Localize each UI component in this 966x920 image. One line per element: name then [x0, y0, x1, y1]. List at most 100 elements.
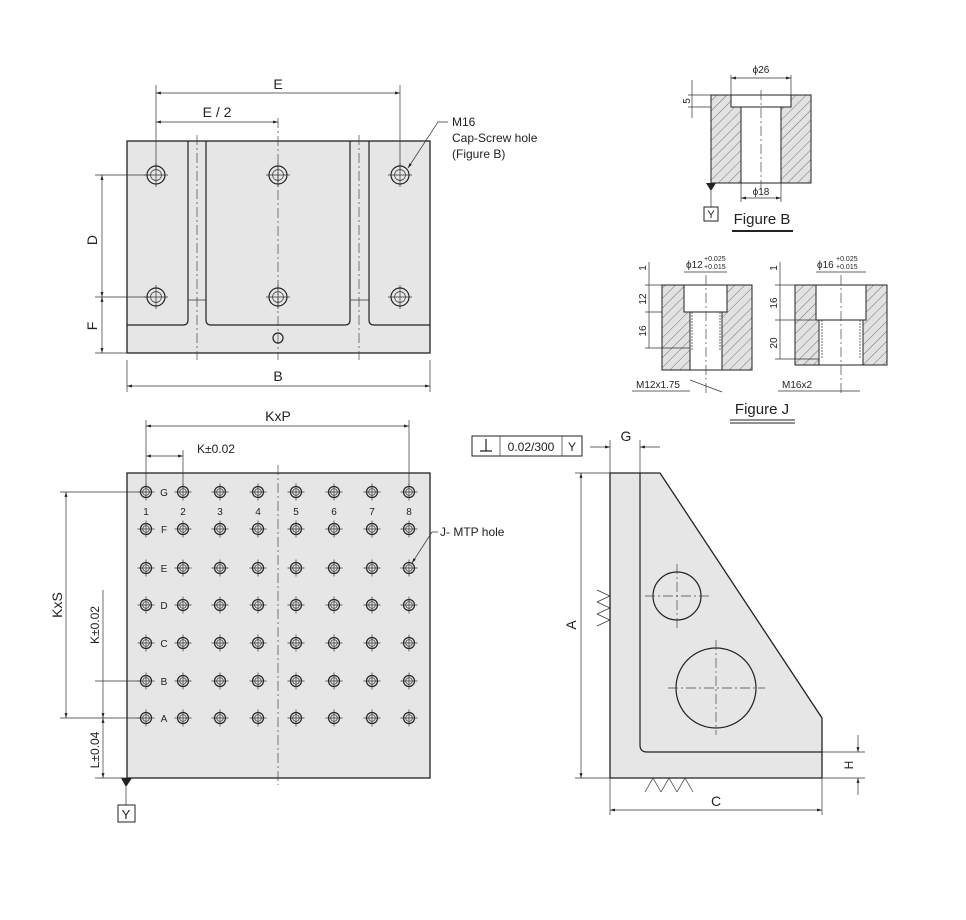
- fig-j-right-top: 1: [769, 265, 780, 271]
- hole-icon: [137, 520, 155, 538]
- callout-figure-b: (Figure B): [452, 147, 505, 161]
- hole-icon: [287, 634, 305, 652]
- hole-icon: [287, 672, 305, 690]
- hole-icon: [211, 709, 229, 727]
- column-label: 7: [369, 507, 375, 518]
- hole-icon: [249, 709, 267, 727]
- perpendicularity-icon: [480, 439, 492, 452]
- dim-d: D: [84, 235, 100, 245]
- hole-icon: [211, 596, 229, 614]
- dim-f: F: [84, 322, 100, 331]
- top-view: E E / 2 D F B M16 Cap-Screw hole (Figure…: [84, 76, 538, 392]
- callout-cap-screw: Cap-Screw hole: [452, 131, 538, 145]
- row-label: G: [160, 488, 168, 499]
- hole-icon: [325, 672, 343, 690]
- front-datum: Y: [122, 807, 131, 822]
- fig-j-left-tol-up: +0.025: [704, 256, 726, 263]
- row-label: F: [161, 525, 167, 536]
- hole-icon: [363, 559, 381, 577]
- column-label: 3: [217, 507, 223, 518]
- hole-icon: [363, 596, 381, 614]
- fig-j-right-tol-up: +0.025: [836, 256, 858, 263]
- hole-icon: [137, 634, 155, 652]
- hole-icon: [325, 520, 343, 538]
- fig-b-datum: Y: [707, 209, 715, 221]
- column-label: 6: [331, 507, 337, 518]
- hole-icon: [363, 672, 381, 690]
- hole-icon: [400, 596, 418, 614]
- tolerance-value: 0.02/300: [508, 440, 555, 454]
- figure-j-title: Figure J: [735, 401, 789, 418]
- fig-b-dia-bottom: ϕ18: [753, 187, 770, 198]
- fig-j-right-depth: 20: [769, 337, 780, 349]
- row-label: A: [161, 714, 168, 725]
- hole-icon: [137, 709, 155, 727]
- hole-icon: [249, 520, 267, 538]
- column-label: 8: [406, 507, 412, 518]
- hole-icon: [325, 483, 343, 501]
- hole-icon: [249, 559, 267, 577]
- hole-icon: [211, 634, 229, 652]
- hole-icon: [211, 559, 229, 577]
- hole-icon: [287, 559, 305, 577]
- hole-icon: [325, 596, 343, 614]
- hole-icon: [400, 520, 418, 538]
- row-label: E: [161, 564, 168, 575]
- hole-icon: [211, 672, 229, 690]
- hole-icon: [400, 709, 418, 727]
- dim-e-half: E / 2: [203, 104, 232, 120]
- dim-kxp: KxP: [265, 408, 291, 424]
- dim-g: G: [621, 428, 632, 444]
- hole-icon: [287, 709, 305, 727]
- callout-mtp-hole: J- MTP hole: [440, 525, 505, 539]
- hole-icon: [249, 672, 267, 690]
- hole-icon: [249, 596, 267, 614]
- hole-icon: [287, 520, 305, 538]
- hole-icon: [174, 520, 192, 538]
- fig-j-left-cb: 12: [638, 293, 649, 305]
- fig-b-dia-top: ϕ26: [753, 65, 770, 76]
- dim-b: B: [273, 368, 282, 384]
- figure-j: 1 12 16 ϕ12 +0.025 +0.015 M12x1.75 1 16 …: [632, 256, 888, 424]
- hole-icon: [266, 163, 290, 187]
- fig-j-right-thread: M16x2: [782, 380, 812, 391]
- hole-icon: [137, 672, 155, 690]
- hole-icon: [266, 285, 290, 309]
- hole-icon: [249, 483, 267, 501]
- row-label: B: [161, 677, 168, 688]
- fig-j-right-tol-low: +0.015: [836, 264, 858, 271]
- column-label: 2: [180, 507, 186, 518]
- dim-kxs: KxS: [49, 592, 65, 618]
- hole-icon: [211, 520, 229, 538]
- dim-a: A: [563, 620, 579, 630]
- column-label: 5: [293, 507, 299, 518]
- fig-b-depth: 5: [682, 98, 693, 104]
- hole-icon: [388, 285, 412, 309]
- hole-icon: [211, 483, 229, 501]
- hole-icon: [325, 709, 343, 727]
- fig-j-left-top: 1: [638, 265, 649, 271]
- tolerance-datum: Y: [568, 440, 576, 454]
- callout-m16: M16: [452, 115, 476, 129]
- hole-icon: [249, 634, 267, 652]
- fig-j-left-dia: ϕ12: [686, 260, 703, 271]
- figure-b: ϕ26 ϕ18 5 Y Figure B: [682, 65, 812, 232]
- hole-icon: [400, 672, 418, 690]
- fig-j-left-depth: 16: [638, 325, 649, 337]
- hole-icon: [325, 559, 343, 577]
- dim-k: K±0.02: [197, 442, 235, 456]
- fig-j-right-cb: 16: [769, 297, 780, 309]
- hole-icon: [363, 483, 381, 501]
- dim-l: L±0.04: [88, 731, 102, 768]
- hole-icon: [363, 709, 381, 727]
- hole-icon: [363, 634, 381, 652]
- row-label: D: [160, 601, 167, 612]
- hole-icon: [400, 634, 418, 652]
- dim-k-vertical: K±0.02: [88, 606, 102, 644]
- side-view: 0.02/300 Y G A C H: [471, 428, 865, 815]
- hole-icon: [174, 596, 192, 614]
- dim-h: H: [842, 761, 856, 770]
- hole-icon: [174, 709, 192, 727]
